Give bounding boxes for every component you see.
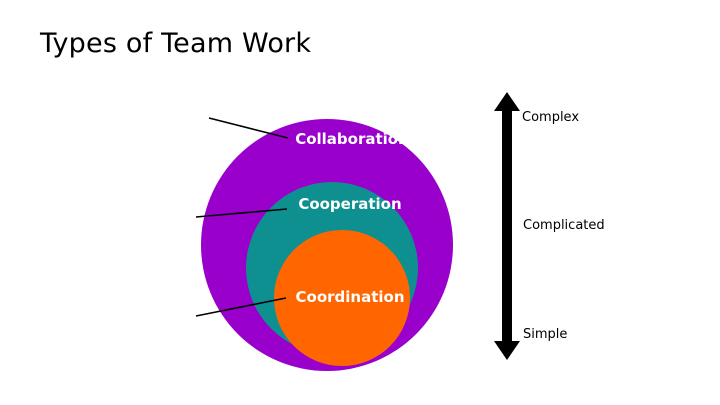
cooperation-leader-line xyxy=(195,208,288,218)
slide-title: Types of Team Work xyxy=(40,28,312,59)
collaboration-label: Collaboration xyxy=(295,130,409,148)
scale-label-simple: Simple xyxy=(523,327,568,342)
scale-label-complicated: Complicated xyxy=(523,218,605,233)
complexity-scale-arrow xyxy=(494,92,520,360)
collaboration-leader-line xyxy=(208,117,289,139)
cooperation-label: Cooperation xyxy=(298,195,401,213)
scale-label-complex: Complex xyxy=(522,110,580,125)
coordination-leader-line xyxy=(195,297,287,317)
coordination-circle xyxy=(274,230,410,366)
coordination-label: Coordination xyxy=(296,288,405,306)
